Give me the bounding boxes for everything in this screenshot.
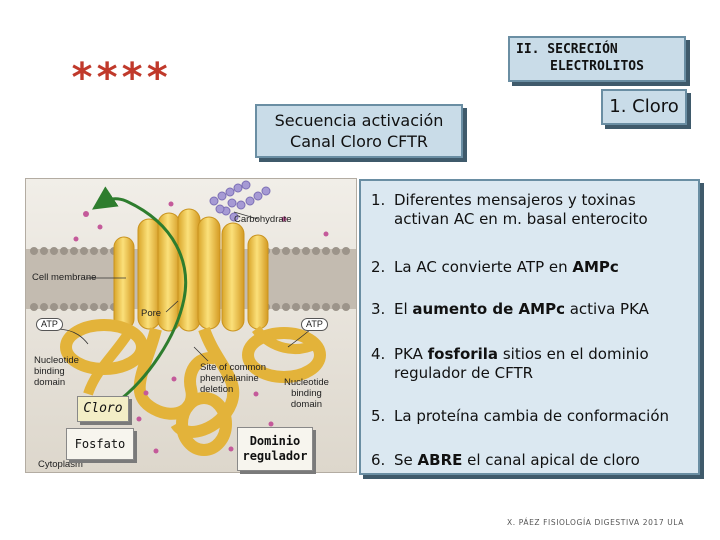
subsection-box: 1. Cloro xyxy=(601,89,687,125)
sequence-title-line1: Secuencia activación xyxy=(274,111,444,130)
step-6-number: 6. xyxy=(371,451,386,469)
cftr-protein xyxy=(60,208,326,456)
step-4-before: PKA xyxy=(394,345,428,363)
label-atp-right: ATP xyxy=(301,318,328,331)
label-nbd-left-1: Nucleotide xyxy=(34,355,79,366)
steps-box: 1. Diferentes mensajeros y toxinas activ… xyxy=(359,179,700,475)
label-cell-membrane: Cell membrane xyxy=(32,272,97,283)
label-nbd-left: Nucleotide binding domain xyxy=(34,355,79,388)
step-3-text: El aumento de AMPc activa PKA xyxy=(394,300,694,319)
step-3-before: El xyxy=(394,300,413,318)
stars-mark: **** xyxy=(70,55,171,101)
step-5-text: La proteína cambia de conformación xyxy=(394,407,670,425)
step-2-before: La AC convierte ATP en xyxy=(394,258,573,276)
step-6-before: Se xyxy=(394,451,418,469)
step-6-after: el canal apical de cloro xyxy=(462,451,640,469)
tag-dominio-line1: Dominio xyxy=(249,434,301,448)
label-nbd-left-2: binding xyxy=(34,366,65,377)
step-4-text: PKA fosforila sitios en el dominio regul… xyxy=(394,345,694,383)
sequence-title-box: Secuencia activación Canal Cloro CFTR xyxy=(255,104,463,158)
step-1-number: 1. xyxy=(371,191,386,209)
step-4-bold: fosforila xyxy=(427,345,499,363)
label-nbd-left-3: domain xyxy=(34,377,66,388)
sequence-title-line2: Canal Cloro CFTR xyxy=(290,132,428,151)
tag-fosfato: Fosfato xyxy=(66,428,134,460)
chloride-flow-arrow xyxy=(92,186,188,401)
label-deletion-3: deletion xyxy=(200,384,234,395)
label-nbd-right-1: Nucleotide xyxy=(284,377,329,388)
label-nbd-right-3: domain xyxy=(290,399,323,410)
step-4-after: sitios en el dominio regulador de CFTR xyxy=(394,345,649,382)
tag-cloro: Cloro xyxy=(77,396,129,422)
step-2-text: La AC convierte ATP en AMPc xyxy=(394,258,694,277)
cftr-diagram: Carbohydrate Cell membrane Pore ATP ATP … xyxy=(25,178,357,473)
label-cytoplasm: Cytoplasm xyxy=(38,459,83,470)
label-carbohydrate: Carbohydrate xyxy=(234,214,292,225)
label-deletion-1: Site of common xyxy=(200,362,266,373)
step-2-number: 2. xyxy=(371,258,386,276)
label-nbd-right: Nucleotide binding domain xyxy=(284,377,329,410)
carbohydrate-chain xyxy=(209,180,271,222)
cftr-illustration xyxy=(26,179,356,472)
step-6-text: Se ABRE el canal apical de cloro xyxy=(394,451,694,470)
tag-dominio-regulador: Dominio regulador xyxy=(237,427,313,471)
step-4-number: 4. xyxy=(371,345,386,363)
label-nbd-right-2: binding xyxy=(291,388,322,399)
step-3-after: activa PKA xyxy=(564,300,649,318)
tag-dominio-line2: regulador xyxy=(242,449,308,463)
footer-credit: X. PÁEZ FISIOLOGÍA DIGESTIVA 2017 ULA xyxy=(507,518,684,527)
section-title-box: II. SECRECIÓN ELECTROLITOS xyxy=(508,36,686,82)
ion-dots xyxy=(73,201,329,454)
label-deletion-site: Site of common phenylalanine deletion xyxy=(200,362,266,395)
label-atp-left: ATP xyxy=(36,318,63,331)
section-title-line1: II. SECRECIÓN xyxy=(516,42,618,57)
label-pore: Pore xyxy=(141,308,162,319)
step-2-bold: AMPc xyxy=(572,258,619,276)
step-6-bold: ABRE xyxy=(417,451,463,469)
step-3-bold: aumento de AMPc xyxy=(412,300,565,318)
step-1-text: Diferentes mensajeros y toxinas activan … xyxy=(394,191,648,228)
section-title-line2: ELECTROLITOS xyxy=(550,59,644,74)
label-deletion-2: phenylalanine xyxy=(200,373,259,384)
step-5-number: 5. xyxy=(371,407,386,425)
step-3-number: 3. xyxy=(371,300,386,318)
